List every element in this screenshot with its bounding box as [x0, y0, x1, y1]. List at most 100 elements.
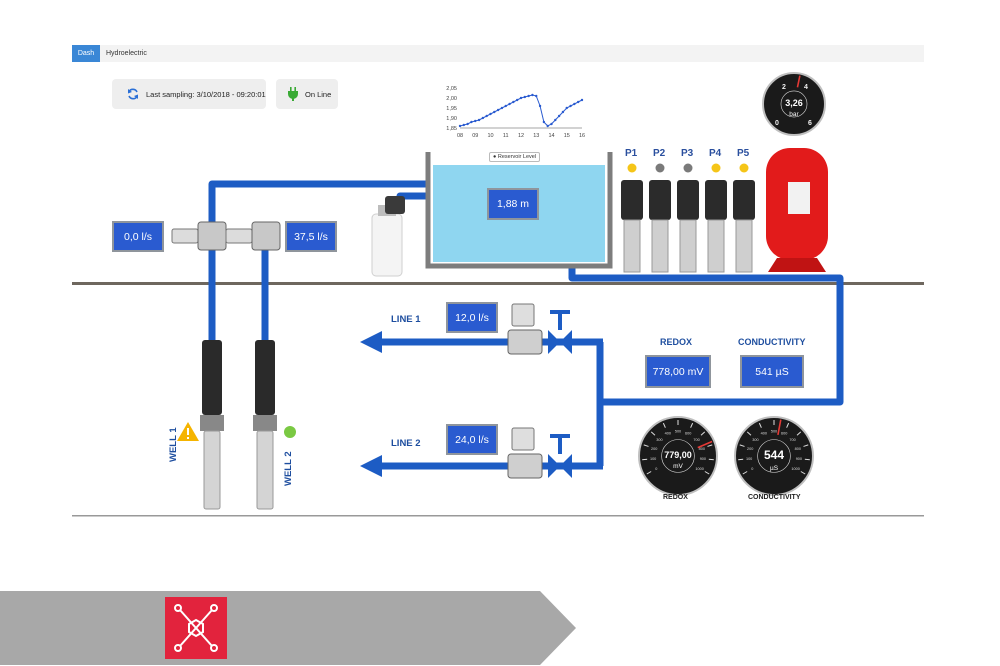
chart-point: [481, 116, 485, 120]
redox-title: REDOX: [660, 337, 693, 347]
inlet-flow-left-value[interactable]: 0,0 l/s: [112, 221, 164, 252]
chart-point: [458, 124, 462, 128]
gauge-needle: [697, 440, 713, 449]
conductivity-value[interactable]: 541 µS: [740, 355, 804, 388]
chart-point: [535, 94, 538, 98]
chart-y-tick: 1,90: [446, 116, 457, 122]
pipe-well1-to-reservoir: [208, 180, 428, 410]
chart-point: [569, 104, 572, 108]
gauge-tick-label: 4: [804, 84, 808, 91]
valve-line1: [548, 310, 572, 354]
gauge-face: [638, 416, 718, 496]
gauge-tick: [786, 422, 790, 428]
chart-x-tick: 11: [503, 133, 509, 139]
chart-point: [470, 120, 473, 124]
dosing-tank: [371, 196, 405, 277]
chart-point: [496, 108, 500, 112]
warning-icon: [177, 422, 199, 441]
pump-status-light: [711, 163, 721, 173]
well1-label: WELL 1: [168, 427, 179, 462]
chart-point: [538, 104, 542, 108]
pump-label-p2: P2: [653, 148, 666, 159]
conductivity-gauge-caption: CONDUCTIVITY: [748, 494, 801, 501]
pump-body: [679, 219, 697, 273]
gauge-tick-label: 0: [655, 467, 657, 471]
chart-y-tick: 1,85: [446, 126, 457, 132]
gauge-tick: [742, 471, 748, 475]
gauge-needle: [777, 419, 782, 436]
chart-point: [561, 110, 565, 114]
flowmeter-well1: [171, 221, 227, 251]
gauge-tick: [704, 471, 710, 475]
pump-label-p3: P3: [681, 148, 694, 159]
gauge-tick-label: 1000: [791, 467, 799, 471]
gauge-tick-label: 600: [781, 432, 787, 436]
inlet-flow-right-value[interactable]: 37,5 l/s: [285, 221, 337, 252]
chart-point: [557, 114, 561, 118]
online-status-card: On Line: [276, 79, 338, 109]
chart-point: [527, 94, 530, 98]
refresh-icon[interactable]: [126, 87, 140, 101]
gauge-unit: bar: [789, 111, 799, 118]
gauge-inner: [757, 439, 791, 473]
gauge-tick-label: 600: [685, 432, 691, 436]
gauge-tick: [738, 458, 744, 461]
gauge-tick: [708, 458, 714, 461]
chart-point: [573, 102, 576, 106]
chart-point: [474, 119, 477, 123]
gauge-tick-label: 900: [796, 457, 802, 461]
chart-point: [550, 122, 553, 126]
chart-point: [500, 106, 504, 110]
breadcrumb: [72, 45, 924, 62]
gauge-tick: [690, 422, 694, 428]
pump-motor: [733, 180, 755, 220]
redox-gauge-caption: REDOX: [663, 494, 688, 501]
gauge-tick-label: 100: [746, 457, 752, 461]
booster-pump-array: [621, 163, 755, 273]
chart-point: [542, 120, 546, 124]
pump-label-p4: P4: [709, 148, 722, 159]
chart-x-tick: 16: [579, 133, 585, 139]
breadcrumb-item-hydroelectric[interactable]: Hydroelectric: [106, 50, 147, 57]
chart-point: [565, 106, 568, 110]
breadcrumb-item-dash[interactable]: Dash: [72, 45, 100, 62]
chart-point: [504, 104, 507, 108]
well2-status-icon: [284, 426, 296, 438]
bottom-divider: [72, 515, 924, 517]
flowmeter-well2: [225, 221, 281, 251]
chart-point: [554, 118, 557, 122]
line2-label: LINE 2: [391, 438, 421, 449]
chart-point: [519, 96, 523, 100]
line2-arrow-icon: [360, 455, 382, 477]
reservoir-level-value[interactable]: 1,88 m: [487, 188, 539, 220]
gauge-tick: [646, 471, 652, 475]
line1-label: LINE 1: [391, 314, 421, 325]
pump-body: [623, 219, 641, 273]
gauge-inner: [780, 90, 808, 118]
gauge-face: [762, 72, 826, 136]
chart-point: [515, 98, 519, 102]
chart-x-tick: 15: [564, 133, 570, 139]
line2-flow-value[interactable]: 24,0 l/s: [446, 424, 498, 455]
well-pump-2: [253, 340, 277, 510]
pump-status-light: [683, 163, 693, 173]
line1-flow-value[interactable]: 12,0 l/s: [446, 302, 498, 333]
last-sampling-card: Last sampling: 3/10/2018 - 09:20:01: [112, 79, 266, 109]
pump-status-light: [739, 163, 749, 173]
gauge-tick-label: 800: [699, 447, 705, 451]
chart-y-tick: 2,05: [446, 86, 457, 92]
last-sampling-text: Last sampling: 3/10/2018 - 09:20:01: [146, 89, 266, 99]
gauge-tick: [707, 444, 713, 447]
gauge-tick: [643, 444, 649, 447]
redox-value[interactable]: 778,00 mV: [645, 355, 711, 388]
gauge-face: [734, 416, 814, 496]
gauge-tick-label: 2: [782, 84, 786, 91]
chart-legend: ● Reservoir Level: [489, 152, 541, 162]
gauge-tick: [662, 422, 666, 428]
gauge-tick: [746, 431, 752, 436]
flowmeter-line2: [507, 427, 543, 479]
pipe-reservoir-to-network: [568, 264, 844, 406]
